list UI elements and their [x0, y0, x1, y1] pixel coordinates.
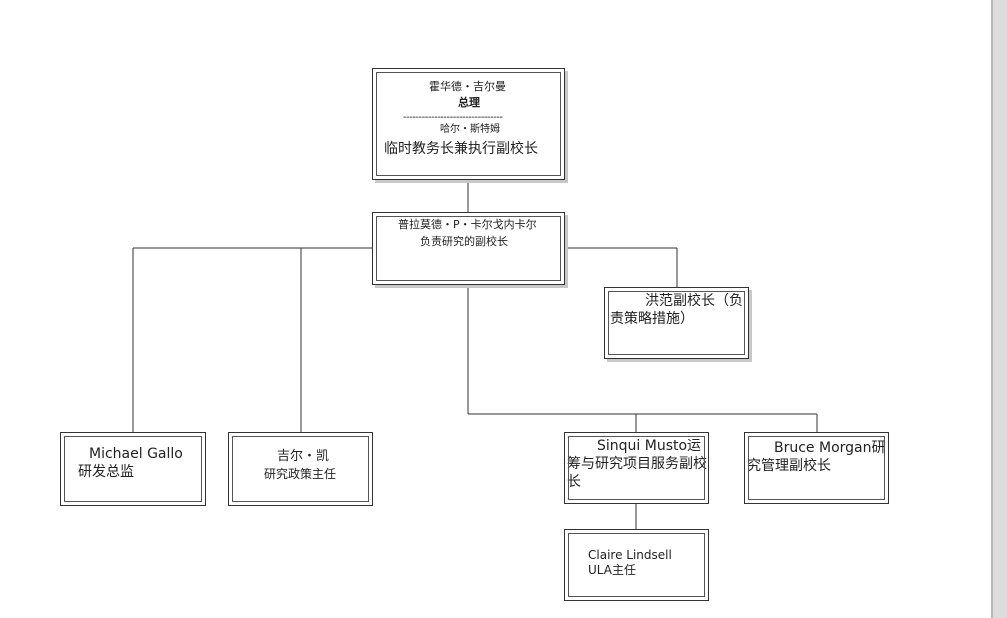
- admin-vp-text: Bruce Morgan研究管理副校长: [747, 440, 886, 475]
- node-services-vp: Sinqui Musto运筹与研究项目服务副校长: [564, 432, 709, 504]
- vertical-scrollbar[interactable]: [993, 0, 1007, 618]
- research-vp-name: 普拉莫德・P・卡尔戈内卡尔: [398, 218, 537, 231]
- rd-director-name: Michael Gallo: [89, 446, 183, 462]
- node-rd-director: Michael Gallo 研发总监: [60, 432, 206, 506]
- node-admin-vp: Bruce Morgan研究管理副校长: [744, 432, 889, 504]
- node-top-leadership: 霍华德・吉尔曼 总理 -----------------------------…: [372, 68, 565, 180]
- top-separator: --------------------------------: [403, 112, 503, 123]
- top-title: 总理: [458, 96, 480, 109]
- ula-director-name: Claire Lindsell: [588, 548, 672, 562]
- top-sub-title: 临时教务长兼执行副校长: [384, 141, 538, 157]
- node-strategy-vp: 洪范副校长（负责策略措施）: [604, 287, 749, 359]
- policy-director-name: 吉尔・凯: [277, 449, 330, 464]
- node-policy-director: 吉尔・凯 研究政策主任: [228, 432, 373, 506]
- policy-director-title: 研究政策主任: [264, 467, 337, 481]
- research-vp-title: 负责研究的副校长: [420, 235, 508, 248]
- top-sub-name: 哈尔・斯特姆: [440, 124, 500, 135]
- ula-director-title: ULA主任: [588, 563, 636, 577]
- strategy-vp-text: 洪范副校长（负责策略措施）: [610, 293, 743, 328]
- node-ula-director: Claire Lindsell ULA主任: [564, 529, 709, 601]
- rd-director-title: 研发总监: [78, 464, 134, 480]
- window-edge: [991, 0, 993, 618]
- top-name: 霍华德・吉尔曼: [429, 80, 506, 93]
- services-vp-text: Sinqui Musto运筹与研究项目服务副校长: [567, 438, 707, 491]
- node-research-vp: 普拉莫德・P・卡尔戈内卡尔 负责研究的副校长: [372, 212, 565, 285]
